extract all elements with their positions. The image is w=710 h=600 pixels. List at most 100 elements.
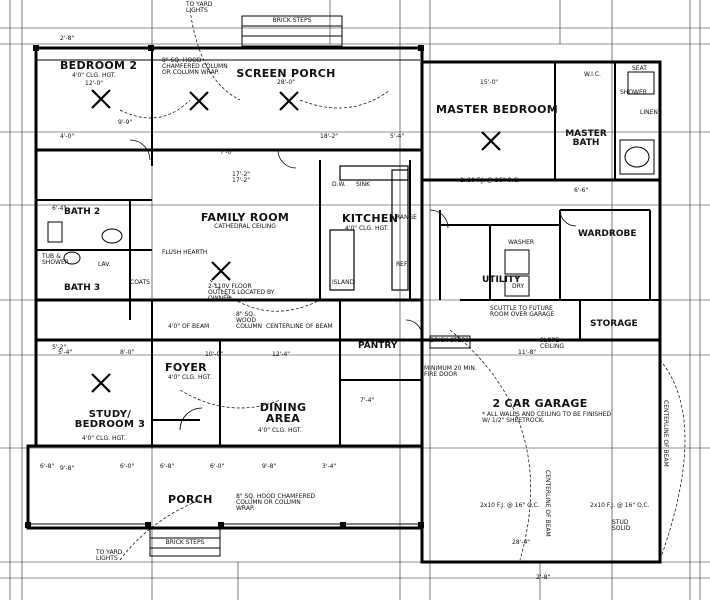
- dim-label: 9'-8": [262, 463, 277, 470]
- master-bedroom-size: 15'-0": [480, 79, 499, 86]
- note-island: ISLAND: [332, 279, 355, 286]
- note-seat: SEAT: [632, 65, 647, 72]
- note-centerline-beam: CENTERLINE OF BEAM: [266, 323, 333, 330]
- ceiling-fan-family: [211, 261, 231, 281]
- room-bedroom2: BEDROOM 2: [60, 59, 138, 72]
- note-wood-column: 8" SQ. WOOD COLUMN: [236, 311, 263, 330]
- note-range: RANGE: [396, 214, 417, 221]
- study-ceiling: 4'0" CLG. HGT.: [82, 435, 126, 442]
- dim-label: 17'-2": [232, 171, 251, 178]
- foyer-ceiling: 4'0" CLG. HGT.: [168, 374, 212, 381]
- note-ref: REF: [396, 261, 408, 268]
- electrical-wiring: [119, 9, 686, 561]
- note-column-wrap-bottom: 8" SQ. HOOD CHAMFERED COLUMN OR COLUMN W…: [236, 493, 316, 512]
- room-pantry: PANTRY: [358, 341, 398, 351]
- bedroom2-size: 12'-0": [85, 80, 104, 87]
- dim-label: 28'-4": [512, 539, 531, 546]
- dim-label: 6'-4": [52, 205, 67, 212]
- dim-label: 18'-2": [320, 133, 339, 140]
- dim-label: 6'-0": [120, 463, 135, 470]
- note-brick-steps-bottom: BRICK STEPS: [165, 539, 205, 546]
- room-master-bath: MASTER BATH: [565, 129, 607, 148]
- porch-columns: [25, 45, 424, 528]
- room-wardrobe: WARDROBE: [578, 229, 637, 239]
- room-porch: PORCH: [168, 493, 213, 506]
- note-centerline-beam-garage-b: CENTERLINE OF BEAM: [662, 400, 669, 467]
- note-coats: COATS: [130, 279, 150, 286]
- dim-label: 2'-8": [60, 35, 75, 42]
- note-yard-lights-top: TO YARD LIGHTS: [186, 1, 213, 14]
- ceiling-fan-master: [481, 131, 501, 151]
- note-brick-steps-top: BRICK STEPS: [272, 17, 312, 24]
- dim-label: 8'-0": [120, 349, 135, 356]
- dim-label: 9'-9": [118, 119, 133, 126]
- note-beam: 4'0" OF BEAM: [168, 323, 210, 330]
- dim-label: 5'-2": [52, 344, 67, 351]
- dim-label: 7'-0": [220, 149, 235, 156]
- dim-label: 12'-4": [272, 351, 291, 358]
- note-joists-master: 2x10 F.J. @ 16" O.C.: [460, 177, 520, 184]
- ceiling-fan-bedroom2: [91, 89, 111, 109]
- room-dining: DINING AREA: [259, 401, 307, 425]
- note-dryer: DRY: [512, 283, 525, 290]
- dining-ceiling: 4'0" CLG. HGT.: [258, 427, 302, 434]
- room-bath2: BATH 2: [64, 207, 101, 217]
- room-foyer: FOYER: [165, 361, 207, 374]
- dim-label: 3'-4": [322, 463, 337, 470]
- dim-label: 9'-8": [60, 465, 75, 472]
- interior-walls: [36, 48, 660, 446]
- room-utility: UTILITY: [482, 275, 521, 285]
- note-wic: W.I.C.: [584, 71, 601, 78]
- room-study: STUDY/ BEDROOM 3: [74, 409, 146, 430]
- family-room-width: 17'-2": [232, 177, 251, 184]
- room-master-bedroom: MASTER BEDROOM: [436, 103, 559, 116]
- note-dw: D.W.: [332, 181, 346, 188]
- room-family: FAMILY ROOM: [200, 211, 290, 224]
- note-sink: SINK: [356, 181, 371, 188]
- bedroom2-ceiling: 4'0" CLG. HGT.: [72, 72, 116, 79]
- note-centerline-beam-garage-a: CENTERLINE OF BEAM: [544, 470, 551, 537]
- porch-railing: [31, 59, 420, 525]
- dim-label: 7'-4": [360, 397, 375, 404]
- note-joists-garage-1: 2x10 F.J. @ 16" O.C.: [480, 502, 540, 509]
- note-brick-steps-garage: BRICK STEPS: [430, 337, 469, 344]
- ceiling-fan-porch-right: [279, 91, 299, 111]
- note-linen: LINEN: [640, 109, 658, 116]
- dim-label: 11'-8": [518, 349, 537, 356]
- ceiling-fan-porch-left: [189, 91, 209, 111]
- bath-fixtures: [47, 71, 655, 297]
- note-slope-ceiling: SLOPE CEILING: [540, 337, 564, 350]
- dim-label: 6'-8": [160, 463, 175, 470]
- kitchen-ceiling: 4'0" CLG. HGT.: [345, 225, 389, 232]
- note-stud-solid: STUD SOLID: [612, 519, 631, 532]
- screen-porch-size: 28'-0": [276, 79, 296, 86]
- door-swings: [129, 139, 577, 431]
- note-future-room: SCUTTLE TO FUTURE ROOM OVER GARAGE: [490, 305, 555, 318]
- kitchen-cabinets: [329, 165, 409, 291]
- dim-label: 6'-0": [210, 463, 225, 470]
- dim-label: 2'-8": [536, 574, 551, 581]
- note-column-wrap-top: 8" SQ. HOOD CHAMFERED COLUMN OR COLUMN W…: [162, 57, 228, 76]
- room-screen-porch: SCREEN PORCH: [236, 67, 336, 80]
- note-lav: LAV.: [98, 261, 111, 268]
- family-room-ceiling: CATHEDRAL CEILING: [214, 223, 276, 230]
- ceiling-fans: [91, 89, 501, 393]
- note-joists-garage-2: 2x10 F.J. @ 16" O.C.: [590, 502, 650, 509]
- room-bath3: BATH 3: [64, 283, 101, 293]
- note-shower: SHOWER: [620, 89, 647, 96]
- room-garage: 2 CAR GARAGE: [492, 397, 588, 410]
- dim-label: 10'-0": [205, 351, 224, 358]
- dim-label: 6'-8": [40, 463, 55, 470]
- note-yard-lights-bottom: TO YARD LIGHTS: [96, 549, 123, 562]
- note-washer: WASHER: [508, 239, 534, 246]
- brick-steps: [149, 15, 471, 557]
- note-floor-outlets: 2-110V FLOOR OUTLETS LOCATED BY OWNER: [208, 283, 275, 302]
- dim-label: 6'-6": [574, 187, 589, 194]
- garage-walls-note: * ALL WALLS AND CEILING TO BE FINISHED W…: [482, 411, 612, 424]
- note-flush-hearth: FLUSH HEARTH: [162, 249, 208, 256]
- note-fire-door: MINIMUM 20 MIN. FIRE DOOR: [424, 365, 477, 378]
- ceiling-fan-study: [91, 373, 111, 393]
- note-tub: TUB & SHOWER: [42, 253, 69, 266]
- dim-label: 5'-4": [390, 133, 405, 140]
